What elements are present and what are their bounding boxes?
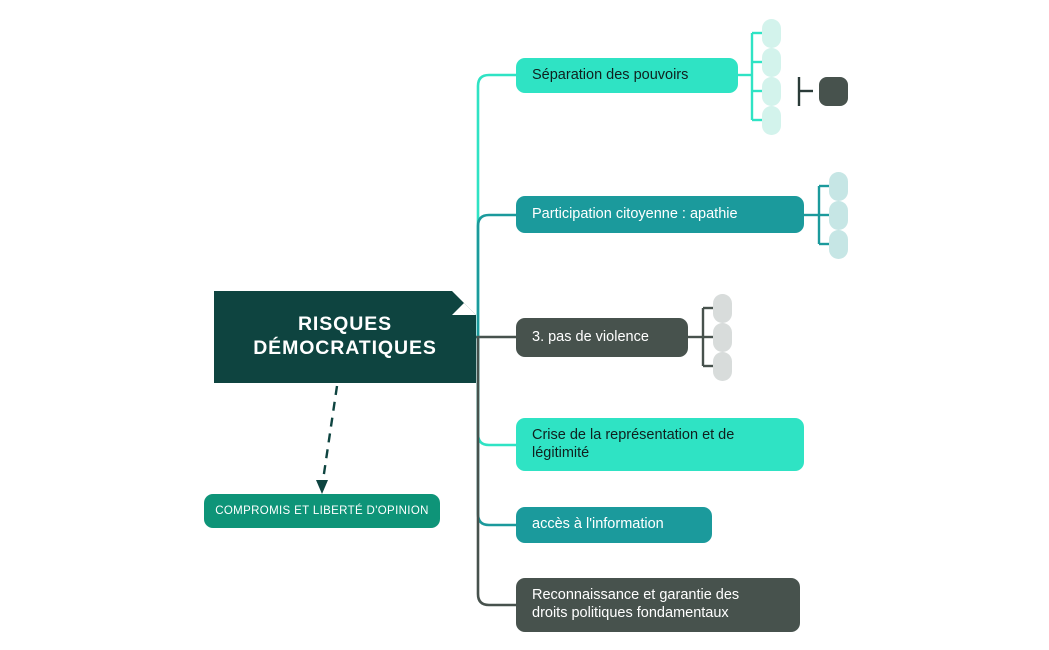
branch-node-label: Crise de la représentation et de légitim… [532,426,735,461]
edge-branch-0 [476,73,518,339]
edge-leaves-branch-2 [688,306,713,368]
leaf-node[interactable] [829,172,848,201]
edge-branch-4 [476,335,518,527]
detached-tick-icon [797,77,813,106]
edge-dashed-compromis [316,385,339,494]
branch-node-label: Participation citoyenne : apathie [532,205,738,222]
leaf-node[interactable] [762,106,781,135]
folded-corner-icon [452,291,476,315]
branch-node-pas-de-violence[interactable]: 3. pas de violence [516,318,688,357]
leaf-node[interactable] [829,230,848,259]
root-node-label: RISQUES DÉMOCRATIQUES [253,313,437,359]
floating-node-label: COMPROMIS ET LIBERTÉ D'OPINION [215,504,429,517]
branch-node-acces-information[interactable]: accès à l'information [516,507,712,543]
branch-node-reconnaissance-droits[interactable]: Reconnaissance et garantie des droits po… [516,578,800,632]
leaf-node[interactable] [762,77,781,106]
edge-branch-3 [476,335,518,447]
branch-node-participation-citoyenne[interactable]: Participation citoyenne : apathie [516,196,804,233]
edge-leaves-branch-1 [804,184,829,246]
floating-node-compromis[interactable]: COMPROMIS ET LIBERTÉ D'OPINION [204,494,440,528]
branch-node-crise-representation[interactable]: Crise de la représentation et de légitim… [516,418,804,471]
edge-branch-1 [476,213,518,339]
branch-node-label: 3. pas de violence [532,328,649,345]
root-node[interactable]: RISQUES DÉMOCRATIQUES [214,291,476,383]
edge-branch-5 [476,335,518,607]
leaf-node[interactable] [713,294,732,323]
branch-node-label: Reconnaissance et garantie des droits po… [532,587,740,621]
edge-leaves-branch-0 [738,31,762,122]
leaf-node[interactable] [829,201,848,230]
branch-node-label: Séparation des pouvoirs [532,66,689,83]
leaf-node[interactable] [713,323,732,352]
branch-node-separation-des-pouvoirs[interactable]: Séparation des pouvoirs [516,58,738,93]
branch-node-label: accès à l'information [532,516,664,533]
leaf-node[interactable] [762,48,781,77]
leaf-node[interactable] [762,19,781,48]
detached-marker-node[interactable] [819,77,848,106]
leaf-node[interactable] [713,352,732,381]
